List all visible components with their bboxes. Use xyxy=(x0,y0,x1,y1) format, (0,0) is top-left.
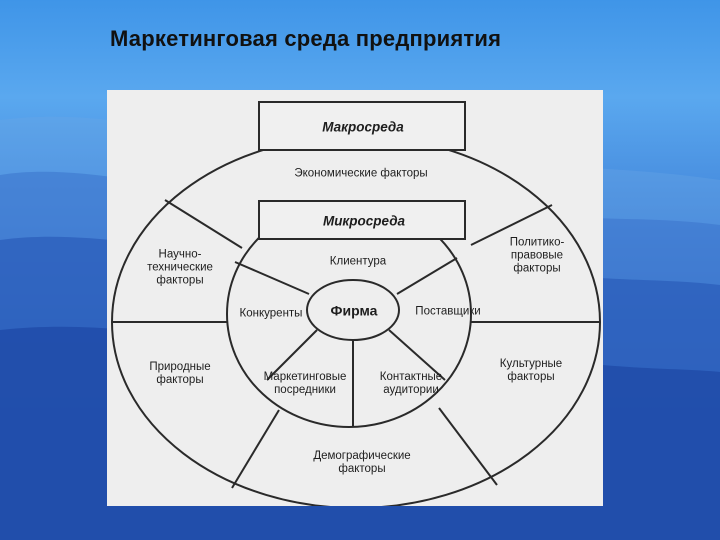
macro-label: Макросреда xyxy=(322,119,404,135)
divider-top-right xyxy=(470,204,553,246)
diagram-lines xyxy=(111,101,601,506)
slide-title: Маркетинговая среда предприятия xyxy=(110,26,502,51)
diagram-scan: Макросреда Экономические факторы Микроср… xyxy=(107,90,603,506)
inner-divider-br xyxy=(388,329,446,381)
micro-factor-competitors: Конкуренты xyxy=(239,307,303,320)
inner-divider-bl xyxy=(266,329,318,381)
inner-divider-ul xyxy=(234,261,310,295)
divider-bottom-right xyxy=(438,407,498,486)
macro-factor-political: Политико- правовые факторы xyxy=(509,236,565,275)
macro-factor-demographic: Демографические факторы xyxy=(313,450,411,475)
micro-factor-audiences: Контактные аудитории xyxy=(379,371,443,396)
macro-box xyxy=(258,101,466,151)
macro-factor-natural: Природные факторы xyxy=(149,361,211,386)
divider-bottom-left xyxy=(231,409,280,489)
micro-box xyxy=(258,200,466,240)
micro-label: Микросреда xyxy=(322,213,406,229)
firm-label: Фирма xyxy=(330,302,378,319)
inner-divider-ur xyxy=(396,257,458,295)
micro-factor-clients: Клиентура xyxy=(329,255,387,268)
micro-factor-suppliers: Поставщики xyxy=(415,305,481,318)
macro-factor-cultural: Культурные факторы xyxy=(499,358,563,383)
macro-factor-economic: Экономические факторы xyxy=(294,167,428,180)
divider-top-left xyxy=(164,199,243,249)
micro-factor-intermediaries: Маркетинговые посредники xyxy=(263,371,347,396)
macro-factor-scientific: Научно- технические факторы xyxy=(147,248,213,287)
